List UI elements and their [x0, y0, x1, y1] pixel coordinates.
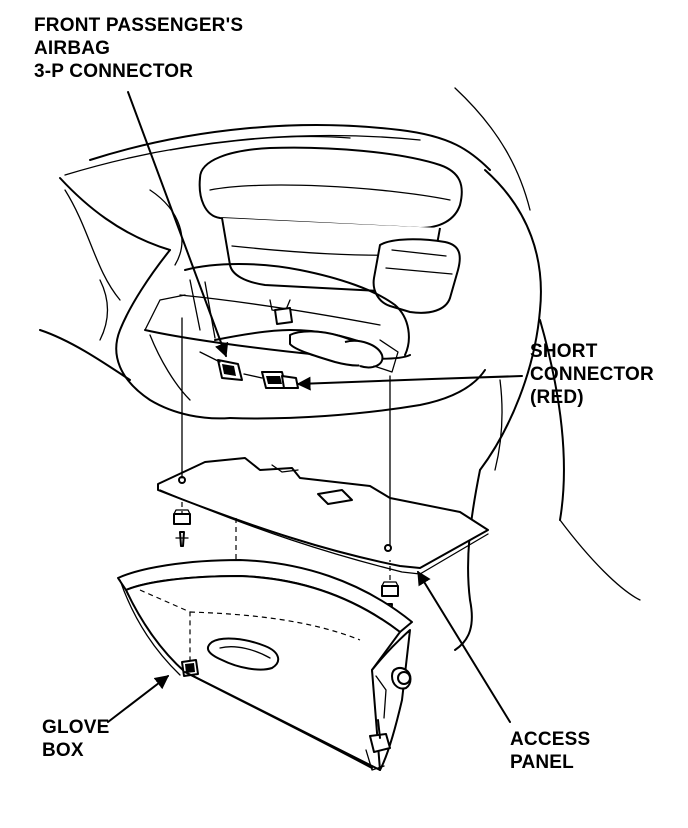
label-glove-box: GLOVE BOX [42, 716, 110, 762]
airbag-3p-connector [199, 351, 243, 381]
label-glove-box-line-2: BOX [42, 740, 84, 761]
label-short-connector-line-2: CONNECTOR [530, 364, 654, 385]
label-access-panel-line-1: ACCESS [510, 729, 591, 750]
dash-opening [144, 263, 411, 401]
label-airbag-connector: FRONT PASSENGER'S AIRBAG 3-P CONNECTOR [34, 14, 243, 83]
glove-box-arrow [107, 675, 170, 723]
label-access-panel-line-2: PANEL [510, 752, 574, 773]
label-access-panel: ACCESS PANEL [510, 728, 590, 774]
airbag-connector-arrow [127, 91, 229, 358]
label-glove-box-line-1: GLOVE [42, 717, 110, 738]
dashboard-outline [39, 87, 641, 651]
label-short-connector-line-1: SHORT [530, 341, 598, 362]
access-panel-arrow [417, 570, 511, 723]
label-short-connector-line-3: (RED) [530, 387, 584, 408]
label-airbag-connector-line-1: FRONT PASSENGER'S [34, 15, 244, 36]
short-connector [243, 371, 299, 389]
leader-lines [107, 91, 523, 723]
glove-box-body [117, 559, 413, 771]
access-panel [157, 457, 489, 575]
short-connector-arrow [296, 375, 523, 391]
label-airbag-connector-line-2: AIRBAG [34, 38, 111, 59]
label-short-connector: SHORT CONNECTOR (RED) [530, 340, 654, 409]
airbag-module [198, 146, 463, 314]
label-airbag-connector-line-3: 3-P CONNECTOR [34, 61, 194, 82]
